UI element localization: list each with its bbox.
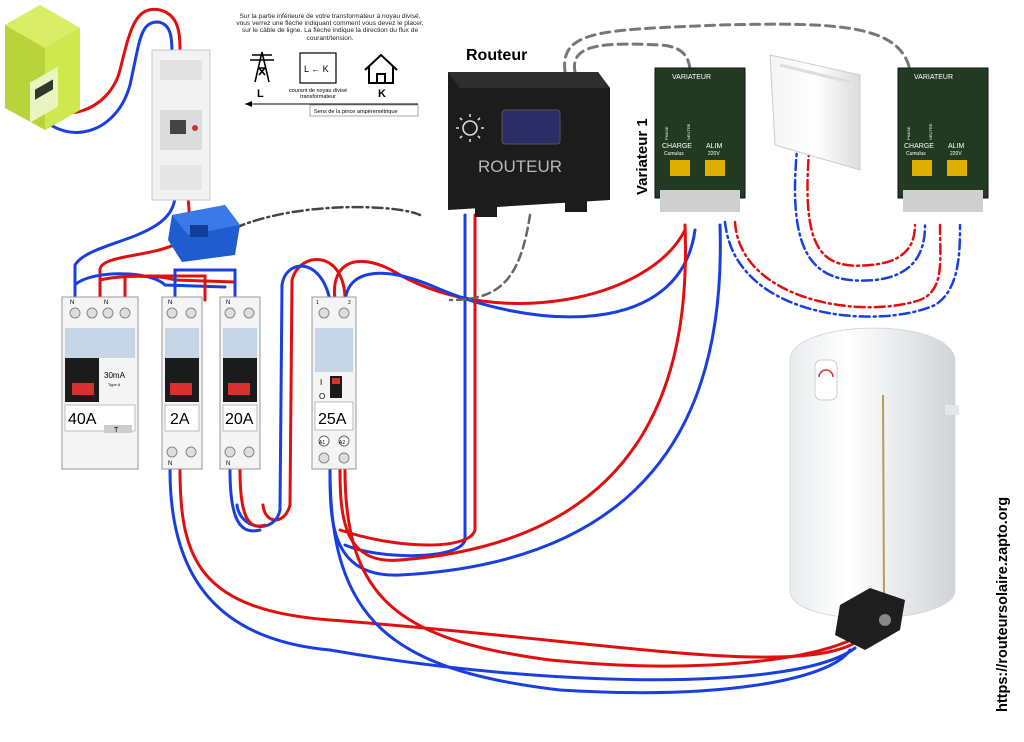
breaker-rating: 25A [318,411,347,428]
terminal-label: N [168,300,172,306]
variator-neutre: NEUTRE [928,123,933,140]
current-clamp [168,205,240,262]
breaker-panel: N N 30mA Type A 40A T N N 2A [61,296,357,470]
variator-alim: ALIM [948,143,965,150]
variator-neutre: NEUTRE [686,123,691,140]
radiator [769,54,861,171]
ct-caption-2: transformateur [300,94,336,100]
breaker-40a: N N 30mA Type A 40A T [61,296,139,470]
test-symbol: T [114,427,119,434]
variator1-title: Variateur 1 [634,118,651,195]
breaker-sensitivity: 30mA [104,371,126,380]
breaker-rating: 40A [68,411,97,428]
variator-alim-sub: 220V [950,151,962,157]
breaker-20a: N N 20A [219,296,261,470]
terminal-label: 2 [348,300,351,306]
variator-phase: PHASE [664,126,669,140]
sun-icon [456,114,484,142]
contactor-25a: 1 2 I O 25A A1 A2 [311,296,357,470]
pylon-icon [250,51,274,83]
electric-meter [5,5,80,130]
variator-charge-sub: Cumulus [664,151,684,157]
website-url: https://routeursolaire.zapto.org [995,496,1011,712]
main-breaker [151,49,211,201]
variator-2: VARIATEUR PHASE NEUTRE CHARGE Cumulus AL… [897,67,989,212]
terminal-label: N [104,300,108,306]
variator-label: VARIATEUR [672,74,711,81]
variator-1: VARIATEUR PHASE NEUTRE CHARGE Cumulus AL… [654,67,746,212]
ct-left-letter: L [257,88,264,100]
variator-alim: ALIM [706,143,723,150]
ct-instruction: Sur la partie inférieure de votre transf… [236,13,424,42]
house-icon [364,53,398,84]
breaker-type: Type A [108,382,121,387]
breaker-rating: 2A [170,411,190,428]
ct-right-letter: K [378,88,386,100]
terminal-label: N [226,300,230,306]
switch-on-label: I [320,378,322,387]
coil-terminal: A1 [319,440,325,446]
variator-charge-sub: Cumulus [906,151,926,157]
variator-alim-sub: 220V [708,151,720,157]
ct-notice: L L ← K K courant de noyau divisé transf… [245,51,419,117]
variator-phase: PHASE [906,126,911,140]
breaker-rating: 20A [225,411,254,428]
breaker-2a: N N 2A [161,296,203,470]
wires [26,7,962,695]
terminal-label: N [168,461,172,467]
router-brand: ROUTEUR [478,157,562,176]
switch-off-label: O [319,392,325,401]
variator-charge: CHARGE [662,143,692,150]
ct-caption-1: courant de noyau divisé [289,88,347,94]
terminal-label: N [226,461,230,467]
water-heater [789,327,959,650]
router-title: Routeur [466,47,527,64]
variator-label: VARIATEUR [914,74,953,81]
clamp-direction-label: Sens de la pince ampèremétrique [314,109,398,115]
ct-box-text: L ← K [304,64,329,74]
router-box: ROUTEUR [448,72,610,217]
variator-charge: CHARGE [904,143,934,150]
coil-terminal: A2 [339,440,345,446]
terminal-label: N [70,300,74,306]
terminal-label: 1 [316,300,319,306]
